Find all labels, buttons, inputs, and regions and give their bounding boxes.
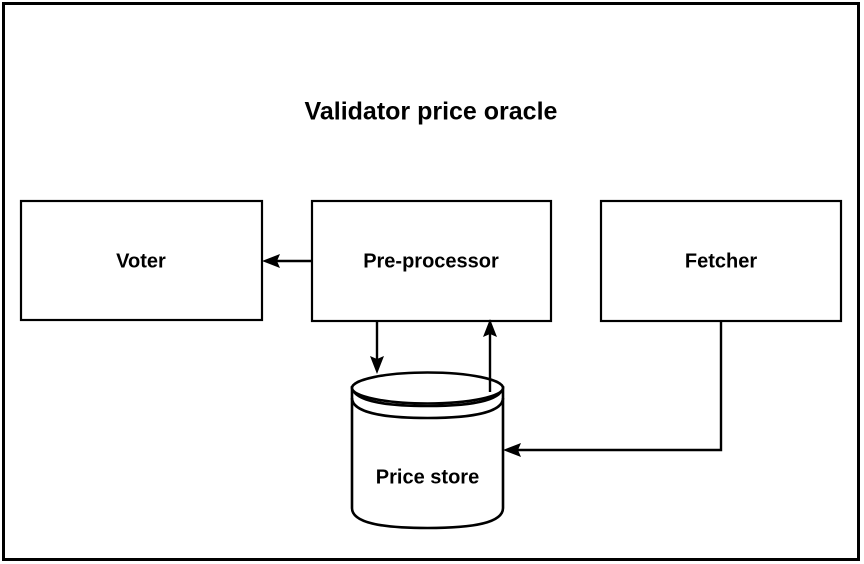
edge-pre-processor-to-price-store bbox=[370, 321, 384, 374]
fetcher-label: Fetcher bbox=[685, 250, 757, 272]
edge-price-store-to-pre-processor bbox=[483, 319, 497, 392]
pre-processor-box-shape bbox=[310, 199, 553, 323]
diagram-title: Validator price oracle bbox=[305, 98, 558, 126]
node-voter[interactable]: Voter bbox=[19, 199, 264, 322]
price-store-label: Price store bbox=[376, 466, 479, 488]
edge-pre-processor-to-price-store-arrowhead bbox=[370, 356, 384, 374]
node-pre-processor[interactable]: Pre-processor bbox=[310, 199, 553, 323]
edge-fetcher-to-price-store-line bbox=[517, 321, 723, 452]
edge-price-store-to-pre-processor-arrowhead bbox=[483, 319, 497, 337]
price-store-cylinder-body bbox=[350, 386, 505, 530]
node-fetcher[interactable]: Fetcher bbox=[599, 199, 843, 323]
edge-fetcher-to-price-store bbox=[503, 321, 723, 457]
voter-label: Voter bbox=[116, 250, 166, 272]
price-store-ring-1 bbox=[350, 385, 505, 408]
pre-processor-label: Pre-processor bbox=[363, 250, 499, 272]
edge-fetcher-to-price-store-arrowhead bbox=[503, 443, 521, 457]
fetcher-box-shape bbox=[599, 199, 843, 323]
node-price-store[interactable]: Price store bbox=[350, 371, 505, 530]
edge-pre-processor-to-voter-arrowhead bbox=[262, 254, 280, 268]
voter-box-shape bbox=[19, 199, 264, 322]
price-store-cylinder-top bbox=[350, 371, 505, 405]
price-store-ring-2 bbox=[350, 397, 505, 420]
edge-pre-processor-to-voter bbox=[262, 254, 311, 268]
